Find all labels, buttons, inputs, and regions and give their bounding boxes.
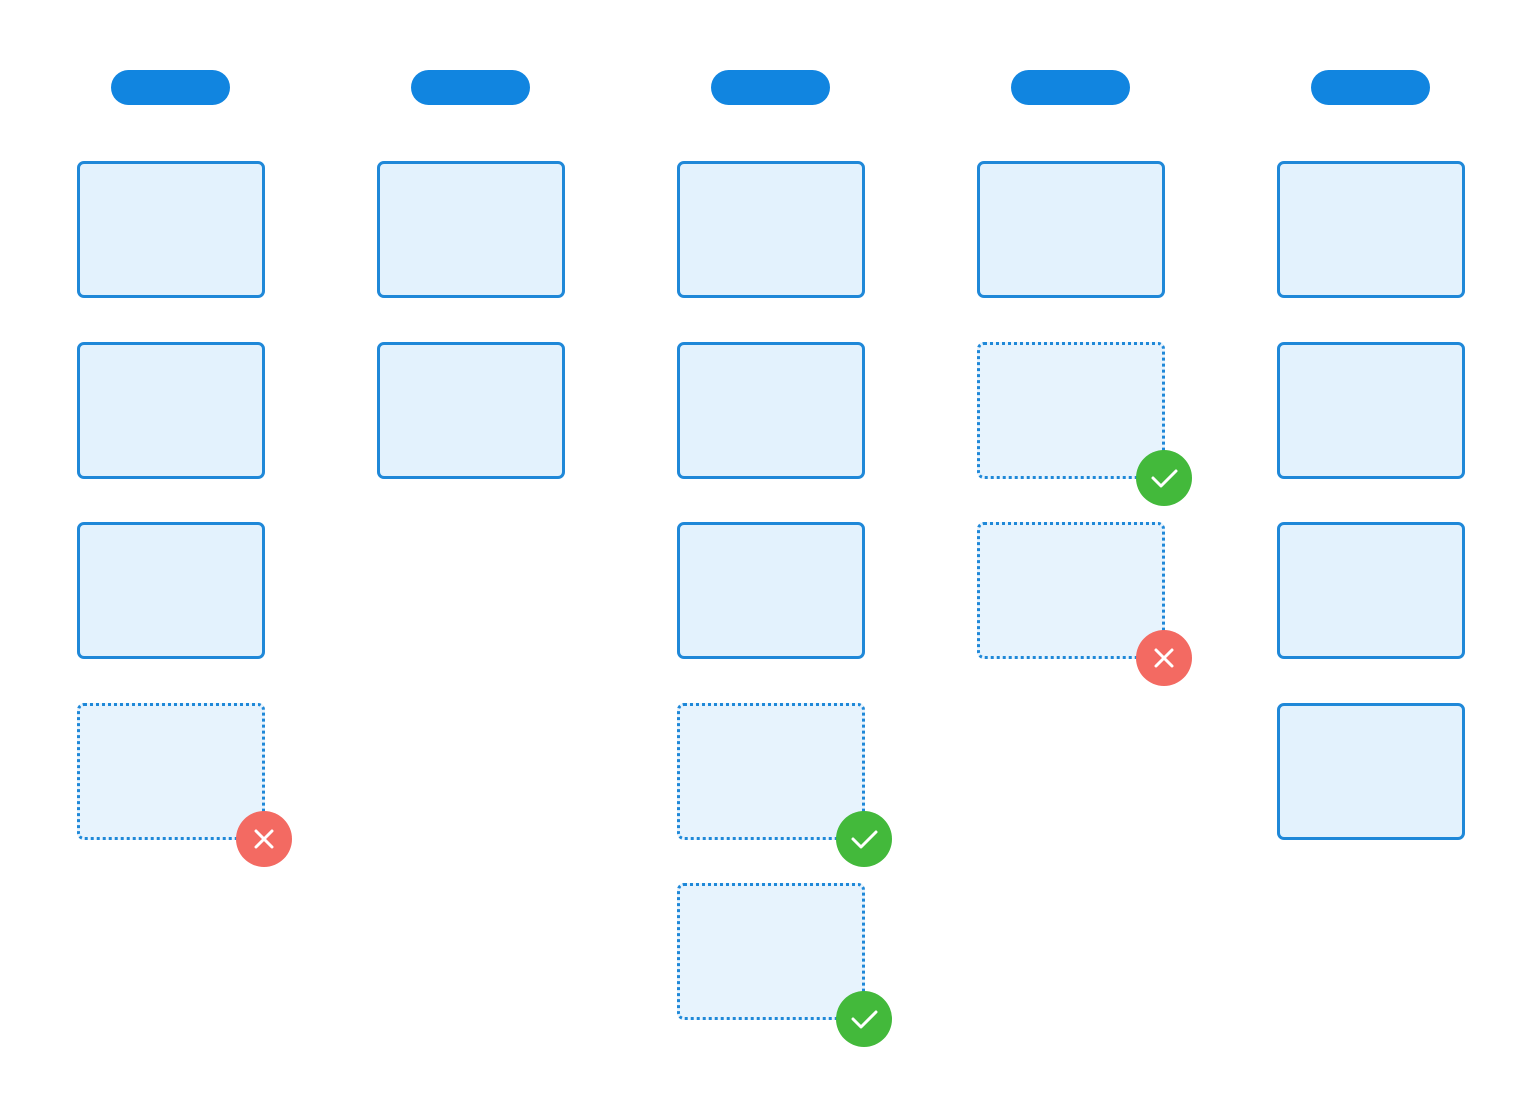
card[interactable] — [377, 161, 565, 298]
card[interactable] — [1277, 522, 1465, 659]
card[interactable] — [1277, 703, 1465, 840]
card[interactable] — [77, 522, 265, 659]
accept-badge — [1136, 450, 1192, 506]
column-header-pill[interactable] — [711, 70, 830, 105]
check-icon — [1151, 469, 1178, 488]
card-drop-placeholder — [677, 883, 892, 1047]
card[interactable] — [77, 161, 265, 298]
board-column-4 — [977, 0, 1192, 1093]
card[interactable] — [377, 342, 565, 479]
close-icon — [1154, 648, 1174, 668]
reject-badge — [1136, 630, 1192, 686]
reject-badge — [236, 811, 292, 867]
card[interactable] — [77, 342, 265, 479]
card-drop-placeholder — [977, 522, 1192, 686]
card[interactable] — [977, 161, 1165, 298]
board-column-5 — [1277, 0, 1465, 1093]
check-icon — [851, 830, 878, 849]
card[interactable] — [1277, 342, 1465, 479]
board-column-1 — [77, 0, 292, 1093]
card[interactable] — [1277, 161, 1465, 298]
check-icon — [851, 1010, 878, 1029]
board-column-3 — [677, 0, 892, 1093]
column-header-pill[interactable] — [111, 70, 230, 105]
card-drop-placeholder — [677, 703, 892, 867]
close-icon — [254, 829, 274, 849]
card[interactable] — [677, 522, 865, 659]
card[interactable] — [677, 342, 865, 479]
card-drop-placeholder — [77, 703, 292, 867]
card-drop-placeholder — [977, 342, 1192, 506]
card[interactable] — [677, 161, 865, 298]
accept-badge — [836, 811, 892, 867]
accept-badge — [836, 991, 892, 1047]
column-header-pill[interactable] — [1011, 70, 1130, 105]
column-header-pill[interactable] — [1311, 70, 1430, 105]
board-column-2 — [377, 0, 565, 1093]
column-header-pill[interactable] — [411, 70, 530, 105]
